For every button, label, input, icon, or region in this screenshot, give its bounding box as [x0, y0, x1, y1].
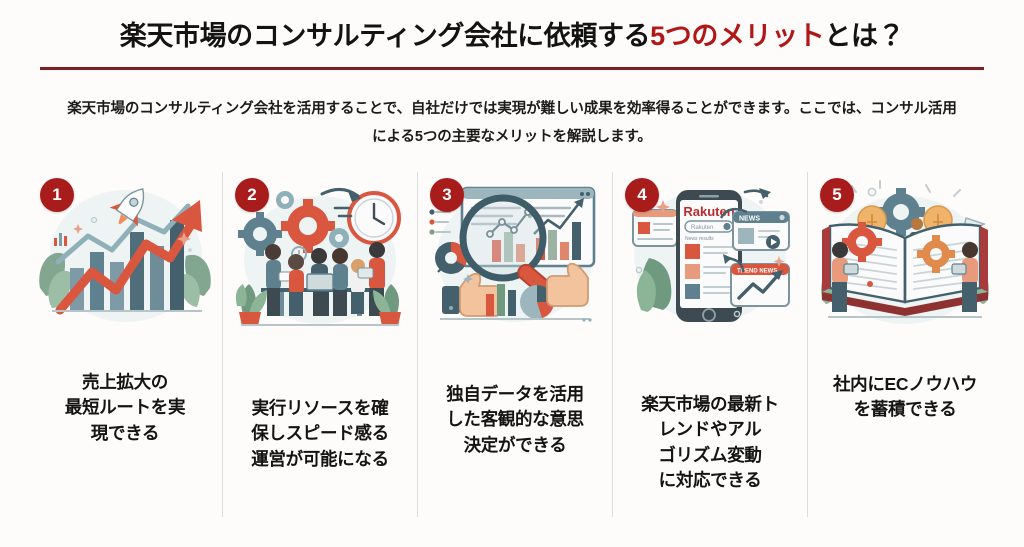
- card-number-badge: 4: [625, 178, 659, 212]
- benefit-card-3: 3: [417, 172, 612, 517]
- lead-paragraph: 楽天市場のコンサルティング会社を活用することで、自社だけでは実現が難しい成果を効…: [67, 101, 957, 145]
- growth-chart-rocket-icon: [34, 176, 216, 334]
- card-caption: 社内にECノウハウ を蓄積できる: [832, 374, 978, 420]
- magnifier-data-dashboard-icon: [424, 176, 606, 334]
- team-meeting-gears-clock-icon: [229, 176, 411, 334]
- benefit-card-1: 1: [28, 172, 222, 517]
- card-number-badge: 1: [40, 178, 74, 212]
- title-divider-rule: [40, 67, 984, 71]
- title-text-after: とは？: [824, 21, 905, 51]
- card-caption: 独自データを活用 した客観的な意思 決定ができる: [446, 384, 584, 455]
- benefit-cards-row: 1: [28, 172, 1000, 517]
- card-caption: 実行リソースを確 保しスピード感る 運営が可能になる: [251, 398, 389, 469]
- card-caption: 売上拡大の 最短ルートを実 現できる: [64, 372, 186, 443]
- panel-news-label: NEWS: [739, 216, 760, 223]
- smartphone-rakuten-news-icon: Rakuten Rakuten News results: [619, 176, 801, 334]
- panel-trend-label: TREND NEWS: [737, 269, 777, 275]
- benefit-card-4: 4 Rak: [612, 172, 807, 517]
- title-text-before: 楽天市場のコンサルティング会社に依頼する: [119, 21, 651, 51]
- card-number-badge: 5: [820, 178, 854, 212]
- header: 楽天市場のコンサルティング会社に依頼する5つのメリットとは？: [0, 0, 1024, 71]
- phone-list-label: News results: [685, 236, 714, 242]
- phone-search-placeholder: Rakuten: [691, 225, 713, 231]
- open-book-gears-bulbs-icon: [814, 176, 996, 334]
- title-text-accent: 5つのメリット: [650, 21, 825, 51]
- benefit-card-5: 5: [807, 172, 1002, 517]
- page-title: 楽天市場のコンサルティング会社に依頼する5つのメリットとは？: [0, 20, 1024, 52]
- benefit-card-2: 2: [222, 172, 417, 517]
- card-caption: 楽天市場の最新ト レンドやアル ゴリズム変動 に対応できる: [641, 394, 779, 491]
- card-number-badge: 2: [235, 178, 269, 212]
- card-number-badge: 3: [430, 178, 464, 212]
